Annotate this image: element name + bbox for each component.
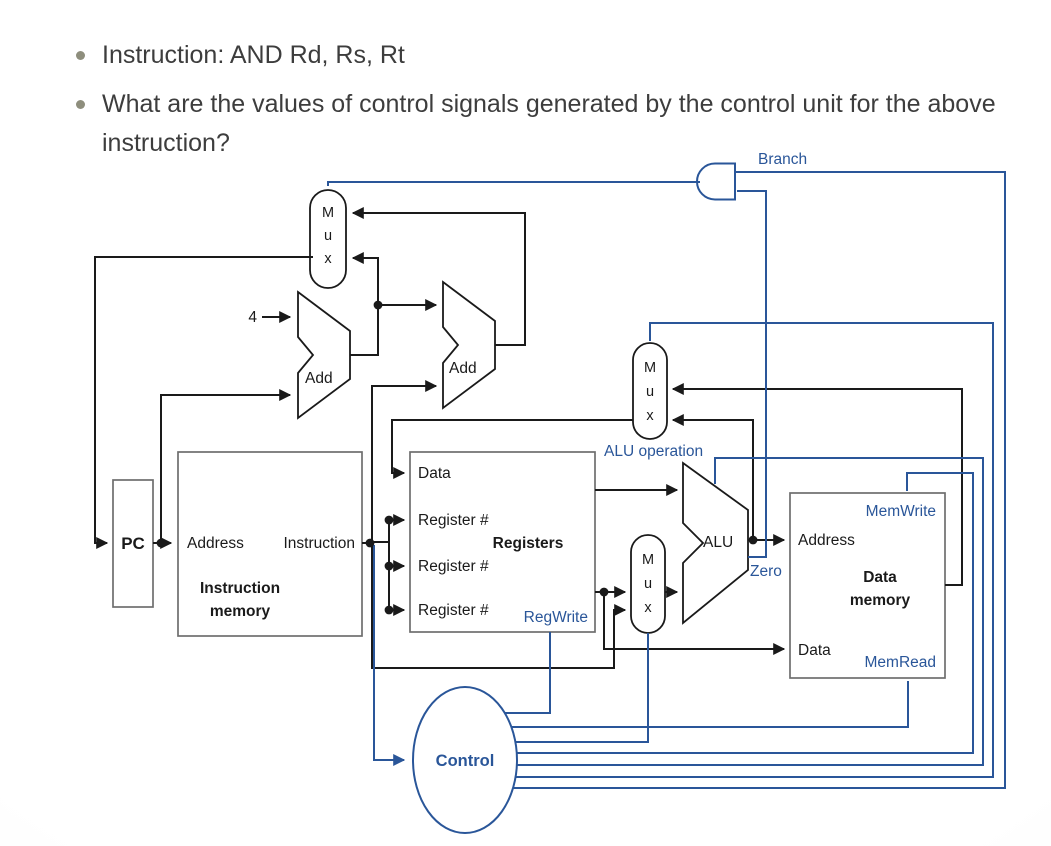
signal-alusrc-select [510,633,649,743]
adder-pc-plus-4 [297,290,351,420]
line-instr-to-alusrc-mux [371,543,627,669]
line-dmem-to-wbmux [671,383,963,586]
registers-box [409,451,596,633]
mux-letter: x [644,600,652,616]
bullet-item: What are the values of control signals g… [76,85,1026,164]
line-mux-to-pc [94,256,313,549]
junction-dot [599,587,609,597]
line-aluresult-to-wbmux [671,414,754,540]
imem-title-line2: memory [210,603,271,620]
registers-regnum1-port: Register # [418,512,489,529]
add2-label: Add [449,360,477,377]
bullet-dot-icon [76,51,85,60]
data-memory-box [789,492,946,679]
dmem-title-line2: memory [850,592,911,609]
line-wbmux-to-regdata [391,419,633,479]
pc-box [112,479,154,608]
mux-letter: x [646,408,654,424]
memwrite-label: MemWrite [866,503,936,520]
mux-letter: u [324,228,332,244]
signal-memread [508,681,909,728]
zero-label: Zero [750,563,782,580]
signal-instr-to-control [373,545,406,766]
bullet-dot-icon [76,99,85,109]
signal-gate-to-pcmux [327,181,700,186]
alu-label: ALU [703,534,733,551]
adder-branch-target [442,280,496,410]
mux-letter: M [642,552,654,568]
control-label: Control [436,752,495,770]
bullet-list: Instruction: AND Rd, Rs, Rt What are the… [76,36,1026,173]
branch-label: Branch [758,151,807,168]
alu-shape [682,461,749,625]
signal-branch [510,171,1006,789]
line-add2-to-mux [351,207,526,346]
mux-letter: M [644,360,656,376]
dmem-address-port: Address [798,532,855,549]
bullet-text-question: What are the values of control signals g… [102,89,996,158]
imem-title-line1: Instruction [200,580,280,597]
dmem-data-port: Data [798,642,831,659]
junction-dot [365,538,375,548]
signal-memtoreg-select [503,322,994,778]
signal-zero [737,190,767,558]
mux-writeback [632,342,668,440]
line-instr-to-add2 [371,380,438,543]
and-gate [696,162,736,201]
imem-address-port: Address [187,535,244,552]
junction-dot [384,515,394,525]
registers-data-port: Data [418,465,451,482]
signal-memwrite [504,472,974,754]
registers-regnum3-port: Register # [418,602,489,619]
signal-regwrite [502,632,551,714]
line-pc-to-add1 [160,389,292,543]
junction-dot [748,535,758,545]
junction-dot [384,561,394,571]
bullet-item: Instruction: AND Rd, Rs, Rt [76,36,1026,76]
pc-label: PC [121,534,145,553]
regwrite-label: RegWrite [524,609,588,626]
mux-letter: M [322,205,334,221]
line-readdata2-to-dmem [603,592,786,655]
junction-dot [384,605,394,615]
signal-alu-operation [504,457,984,766]
registers-title: Registers [493,535,564,552]
mux-pc-source [309,189,347,289]
mux-letter: x [324,251,332,267]
bullet-text-instruction: Instruction: AND Rd, Rs, Rt [102,41,405,69]
line-add1-to-mux [350,252,379,356]
dmem-title-line1: Data [863,569,897,586]
add1-label: Add [305,370,333,387]
alu-operation-label: ALU operation [604,443,703,460]
memread-label: MemRead [865,654,937,671]
mux-letter: u [646,384,654,400]
registers-regnum2-port: Register # [418,558,489,575]
control-unit [412,686,518,834]
junction-dot [156,538,166,548]
imem-instruction-port: Instruction [283,535,355,552]
const-4-label: 4 [248,309,257,326]
junction-dot [373,300,383,310]
mux-letter: u [644,576,652,592]
